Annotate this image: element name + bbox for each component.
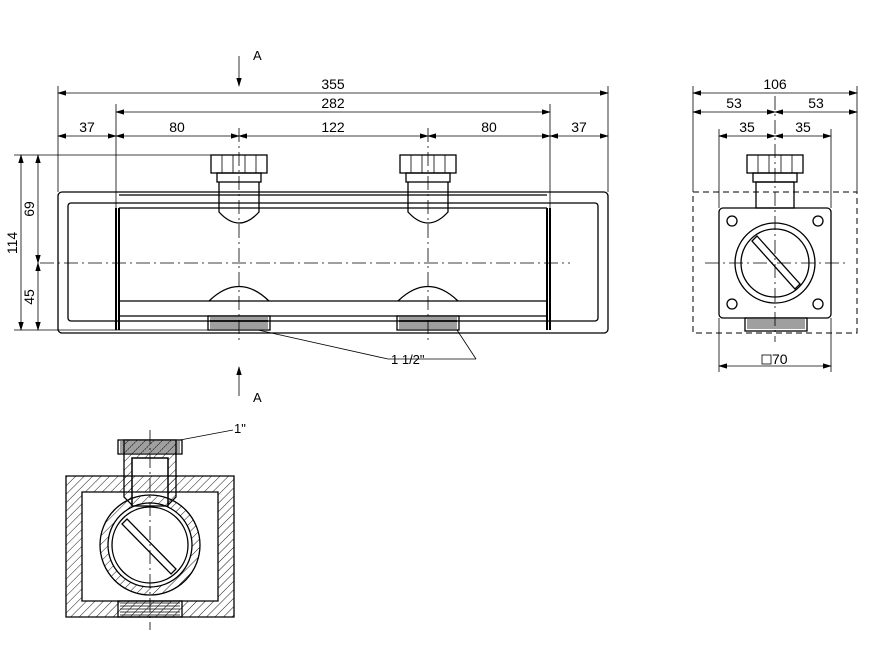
section-mark-top: A — [236, 48, 262, 87]
section-mark-bottom-label: A — [253, 390, 262, 405]
dim-between-ends: 282 — [321, 95, 345, 111]
side-view-envelope — [692, 191, 858, 334]
section-view: 1" — [65, 421, 246, 630]
side-view: 106 53 53 35 35 70 — [692, 76, 858, 372]
manifold-body-inner — [67, 202, 599, 322]
dim-right-pitch: 80 — [481, 119, 497, 135]
bottom-outlet-left-dome — [208, 286, 270, 302]
dim-height-total: 114 — [4, 232, 20, 255]
dim-height-lower: 45 — [21, 289, 37, 305]
thread-callout-front: 1 1/2" — [391, 352, 425, 367]
section-mark-bottom: A — [236, 366, 262, 405]
dim-side-width: 106 — [763, 76, 787, 92]
bottom-outlet-right-dome — [397, 286, 459, 302]
dim-center-pitch: 122 — [321, 119, 345, 135]
dim-side-half-left: 53 — [726, 95, 742, 111]
square-symbol-icon — [761, 354, 772, 365]
thread-callout-section: 1" — [234, 421, 246, 436]
dim-side-half-right: 53 — [808, 95, 824, 111]
dim-side-inner-left: 35 — [739, 119, 755, 135]
dim-overall: 355 — [321, 76, 345, 92]
dim-side-inner-right: 35 — [795, 119, 811, 135]
section-mark-top-label: A — [253, 48, 262, 63]
manifold-body-outline — [57, 191, 609, 334]
dim-height-upper: 69 — [21, 201, 37, 217]
section-pipe-ring — [99, 494, 201, 596]
dim-right-end: 37 — [571, 119, 587, 135]
dim-side-square: 70 — [772, 351, 788, 367]
dim-left-end: 37 — [79, 119, 95, 135]
front-view: 355 282 37 80 122 80 37 114 69 45 1 1/2" — [4, 76, 609, 367]
dim-left-pitch: 80 — [169, 119, 185, 135]
